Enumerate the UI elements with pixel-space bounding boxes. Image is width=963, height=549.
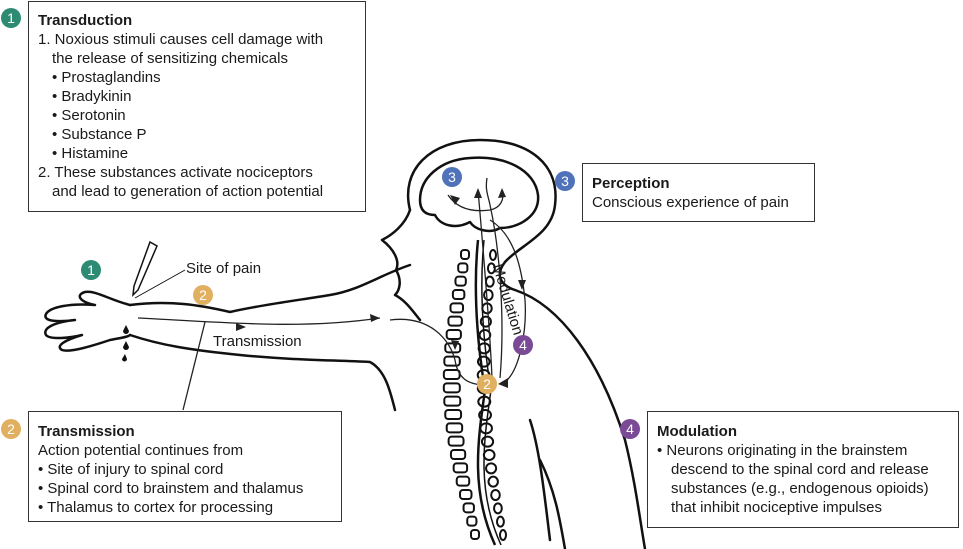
blood-drops-icon	[122, 325, 129, 362]
face-outline	[380, 208, 422, 322]
perception-box: Perception Conscious experience of pain	[582, 163, 815, 222]
transduction-step-1: 1. Noxious stimuli causes cell damage wi…	[38, 31, 324, 48]
chemical-item: • Substance P	[52, 126, 147, 143]
vertebra-process	[490, 489, 501, 501]
hand-outline	[44, 290, 132, 352]
arrowhead	[370, 314, 380, 322]
transduction-step-2: 2. These substances activate nociceptors	[38, 164, 313, 181]
site-pointer-to-box	[182, 321, 206, 411]
vertebra	[460, 249, 470, 260]
transmission-badge: 2	[1, 419, 21, 439]
transduction-step-1-cont: the release of sensitizing chemicals	[52, 50, 288, 67]
vertebra	[452, 462, 469, 474]
vertebra-process	[493, 502, 503, 515]
transmission-pathway-shoulder	[389, 318, 483, 386]
modulation-pathway	[489, 219, 526, 383]
spine-transmission-badge: 2	[477, 374, 497, 394]
arrowhead	[236, 323, 246, 331]
torso-inner	[528, 418, 552, 542]
brain-perception-badge: 3	[442, 167, 462, 187]
vertebra	[445, 422, 464, 434]
arm-upper-edge	[128, 263, 412, 314]
vertebra-process	[487, 475, 499, 488]
transmission-pathway-arm	[137, 317, 381, 325]
modulation-line: substances (e.g., endogenous opioids)	[671, 480, 929, 497]
head-outline	[406, 138, 647, 549]
vertebra	[444, 342, 462, 354]
vertebra-process	[486, 262, 496, 275]
chemical-item: • Histamine	[52, 145, 129, 162]
vertebra	[459, 489, 473, 500]
ascending-pathway-2	[485, 177, 503, 379]
arrowhead	[498, 378, 508, 388]
arrowhead	[474, 188, 482, 198]
modulation-line: that inhibit nociceptive impulses	[671, 499, 882, 516]
vertebra-process	[482, 449, 496, 461]
modulation-badge: 4	[620, 419, 640, 439]
vertebra	[444, 409, 463, 420]
spine-modulation-badge: 4	[513, 335, 533, 355]
modulation-line: • Neurons originating in the brainstem	[657, 442, 908, 459]
vertebra	[449, 449, 467, 460]
vertebra	[462, 502, 475, 514]
site-of-pain-label: Site of pain	[186, 260, 262, 277]
perception-text: Conscious experience of pain	[592, 194, 789, 211]
vertebra-process	[483, 289, 494, 301]
arm-transmission-badge: 2	[193, 285, 213, 305]
vertebra	[449, 302, 465, 314]
vertebra-process	[480, 435, 495, 448]
transmission-intro: Action potential continues from	[38, 442, 244, 459]
vertebra	[457, 262, 469, 274]
vertebra	[447, 435, 465, 447]
torso-outline	[538, 458, 567, 549]
vertebra	[442, 369, 461, 380]
vertebra	[470, 529, 480, 540]
vertebra-process	[495, 515, 505, 528]
arm-transduction-badge: 1	[81, 260, 101, 280]
vertebra	[442, 382, 461, 394]
vertebra	[443, 395, 462, 407]
transduction-badge: 1	[1, 8, 21, 28]
perception-title: Perception	[592, 175, 670, 192]
chemical-item: • Bradykinin	[52, 88, 132, 105]
arrowhead	[518, 280, 526, 290]
vertebra-process	[499, 529, 507, 541]
vertebra	[443, 355, 461, 367]
transmission-item: • Site of injury to spinal cord	[38, 461, 224, 478]
modulation-line: descend to the spinal cord and release	[671, 461, 929, 478]
vertebra	[454, 275, 467, 287]
brain-outline	[418, 156, 540, 233]
arm-lower-edge	[128, 333, 397, 412]
vertebra-process	[489, 249, 497, 261]
chemical-item: • Prostaglandins	[52, 69, 161, 86]
thalamus-to-cortex	[447, 189, 504, 212]
transmission-box: Transmission Action potential continues …	[28, 411, 342, 522]
transmission-item: • Thalamus to cortex for processing	[38, 499, 274, 516]
site-of-pain-pointer	[134, 269, 186, 299]
arrowhead	[450, 195, 460, 205]
scalpel-icon	[132, 240, 158, 298]
vertebra	[455, 475, 471, 487]
ascending-pathway	[477, 189, 493, 379]
transmission-title: Transmission	[38, 423, 135, 440]
transmission-item: • Spinal cord to brainstem and thalamus	[38, 480, 304, 497]
modulation-box: Modulation • Neurons originating in the …	[647, 411, 959, 528]
vertebra	[445, 329, 462, 340]
arrowhead	[498, 188, 506, 198]
vertebra	[451, 289, 466, 300]
modulation-title: Modulation	[657, 423, 737, 440]
vertebra-process	[485, 462, 498, 475]
transduction-box: Transduction 1. Noxious stimuli causes c…	[28, 1, 366, 212]
transmission-label: Transmission	[213, 333, 302, 350]
vertebra	[466, 515, 478, 527]
perception-badge: 3	[555, 171, 575, 191]
transduction-step-2-cont: and lead to generation of action potenti…	[52, 183, 324, 200]
transduction-title: Transduction	[38, 12, 133, 29]
vertebra	[447, 315, 463, 327]
arrowhead	[451, 340, 459, 350]
chemical-item: • Serotonin	[52, 107, 126, 124]
